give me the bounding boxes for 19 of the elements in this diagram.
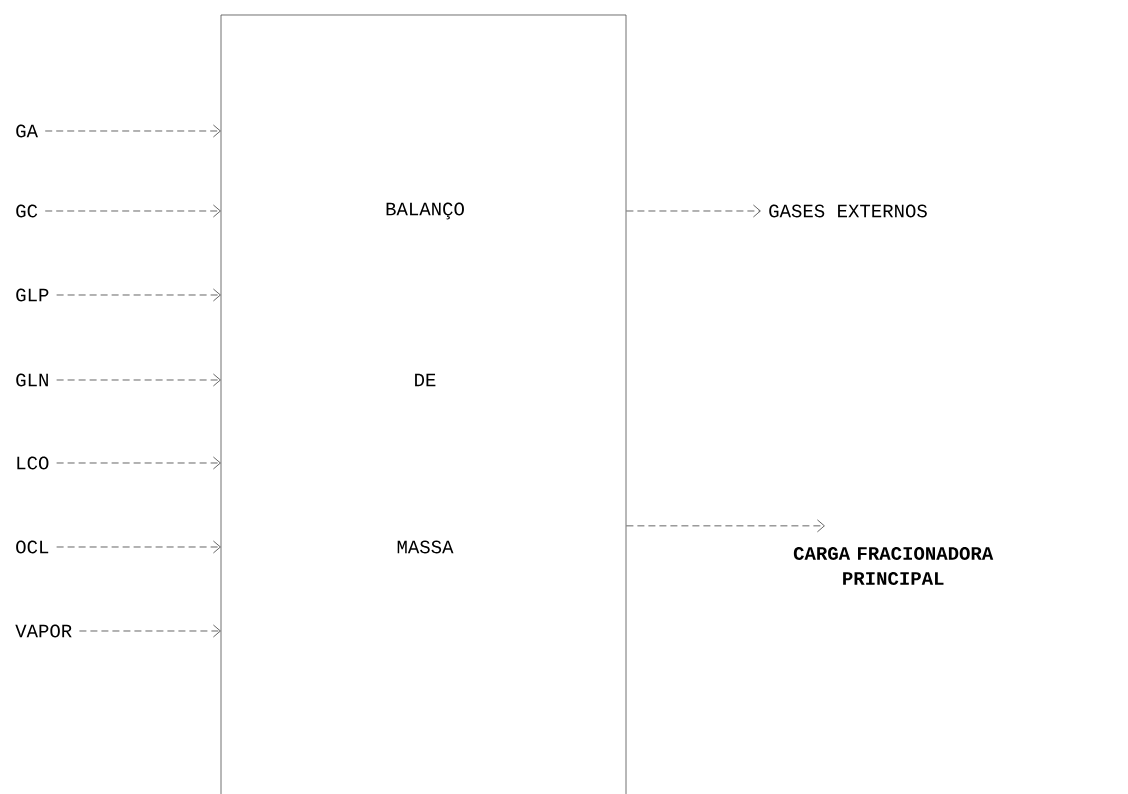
stream-label: OCL [16,540,49,554]
stream-label: GASES EXTERNOS [769,204,927,218]
arrow [626,204,761,218]
arrow [56,373,221,387]
stream-label: GLP [16,288,49,302]
arrow [626,519,825,533]
arrow [56,456,221,470]
arrow [79,624,221,638]
arrow [44,124,221,138]
stream-label: VAPOR [15,624,72,638]
stream-label: GLN [16,373,48,387]
arrow [56,288,221,302]
stream-label: CARGA FRACIONADORA PRINCIPAL [793,547,994,585]
arrow [56,540,221,554]
process-box: BALANÇO DE MASSA [220,14,627,794]
stream-label: LCO [17,456,49,470]
stream-label: GA [16,124,38,138]
arrow [44,204,221,218]
stream-label: GC [16,204,38,218]
